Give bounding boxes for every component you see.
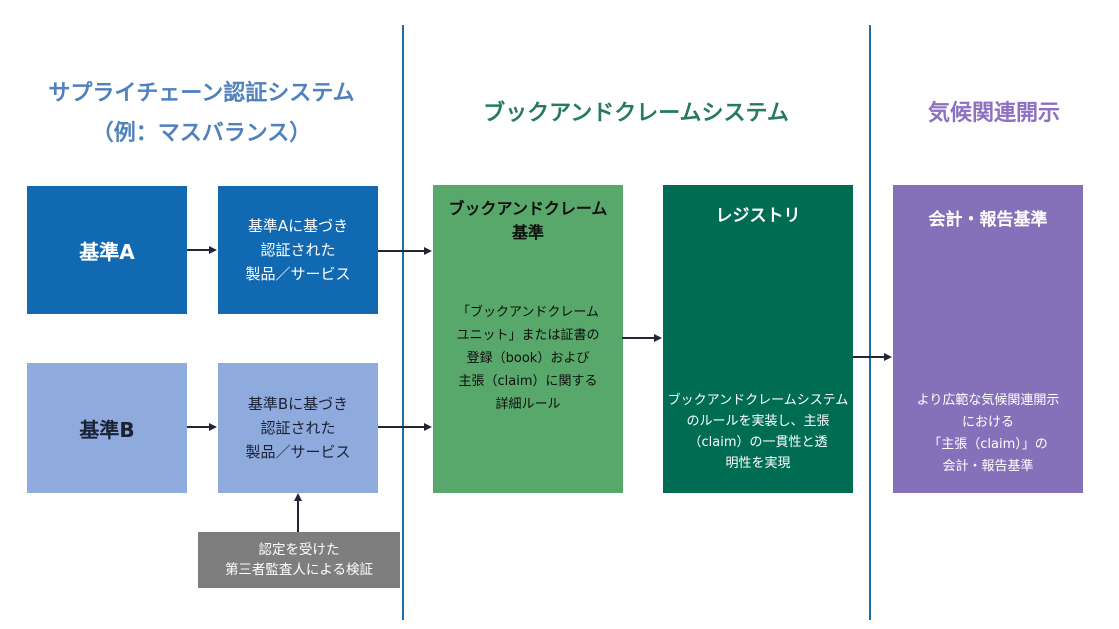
arrow-standard-a-to-certified-a xyxy=(187,246,217,254)
section-divider-right xyxy=(869,25,871,620)
box-registry-body: ブックアンドクレームシステム のルールを実装し、主張 （claim）の一貫性と透… xyxy=(667,393,849,471)
section-title-climate-disclosure: 気候関連開示 xyxy=(927,101,1060,126)
arrow-standard-b-to-certified-b xyxy=(187,423,217,431)
arrow-certified-b-to-bnc-standard xyxy=(378,423,432,431)
box-accounting-reporting-standard-title: 会計・報告基準 xyxy=(928,210,1048,230)
section-divider-left xyxy=(402,25,404,620)
box-standard-b: 基準B xyxy=(27,363,187,493)
box-registry-title: レジストリ xyxy=(715,206,801,226)
arrow-certified-a-to-bnc-standard xyxy=(378,247,432,255)
box-book-and-claim-standard-title: ブックアンドクレーム 基準 xyxy=(448,199,608,242)
box-accounting-reporting-standard-body: より広範な気候関連開示 における 「主張（claim）」の 会計・報告基準 xyxy=(916,393,1060,474)
arrow-registry-to-accounting xyxy=(853,353,892,361)
box-certified-products-b: 基準Bに基づき 認証された 製品／サービス xyxy=(218,363,378,493)
arrow-bnc-standard-to-registry xyxy=(622,334,662,342)
arrow-auditor-to-certified-b xyxy=(294,493,302,532)
box-book-and-claim-standard: ブックアンドクレーム 基準 「ブックアンドクレーム ユニット」または証書の 登録… xyxy=(433,185,623,493)
box-certified-products-a: 基準Aに基づき 認証された 製品／サービス xyxy=(218,186,378,314)
box-book-and-claim-standard-body: 「ブックアンドクレーム ユニット」または証書の 登録（book）および 主張（c… xyxy=(456,305,600,412)
box-third-party-auditor: 認定を受けた 第三者監査人による検証 xyxy=(198,532,400,588)
section-title-book-and-claim: ブックアンドクレームシステム xyxy=(483,101,789,126)
section-title-supply-chain: サプライチェーン認証システム （例：マスバランス） xyxy=(48,81,355,146)
box-standard-a: 基準A xyxy=(27,186,187,314)
box-accounting-reporting-standard: 会計・報告基準 より広範な気候関連開示 における 「主張（claim）」の 会計… xyxy=(893,185,1083,493)
box-registry: レジストリ ブックアンドクレームシステム のルールを実装し、主張 （claim）… xyxy=(663,185,853,493)
